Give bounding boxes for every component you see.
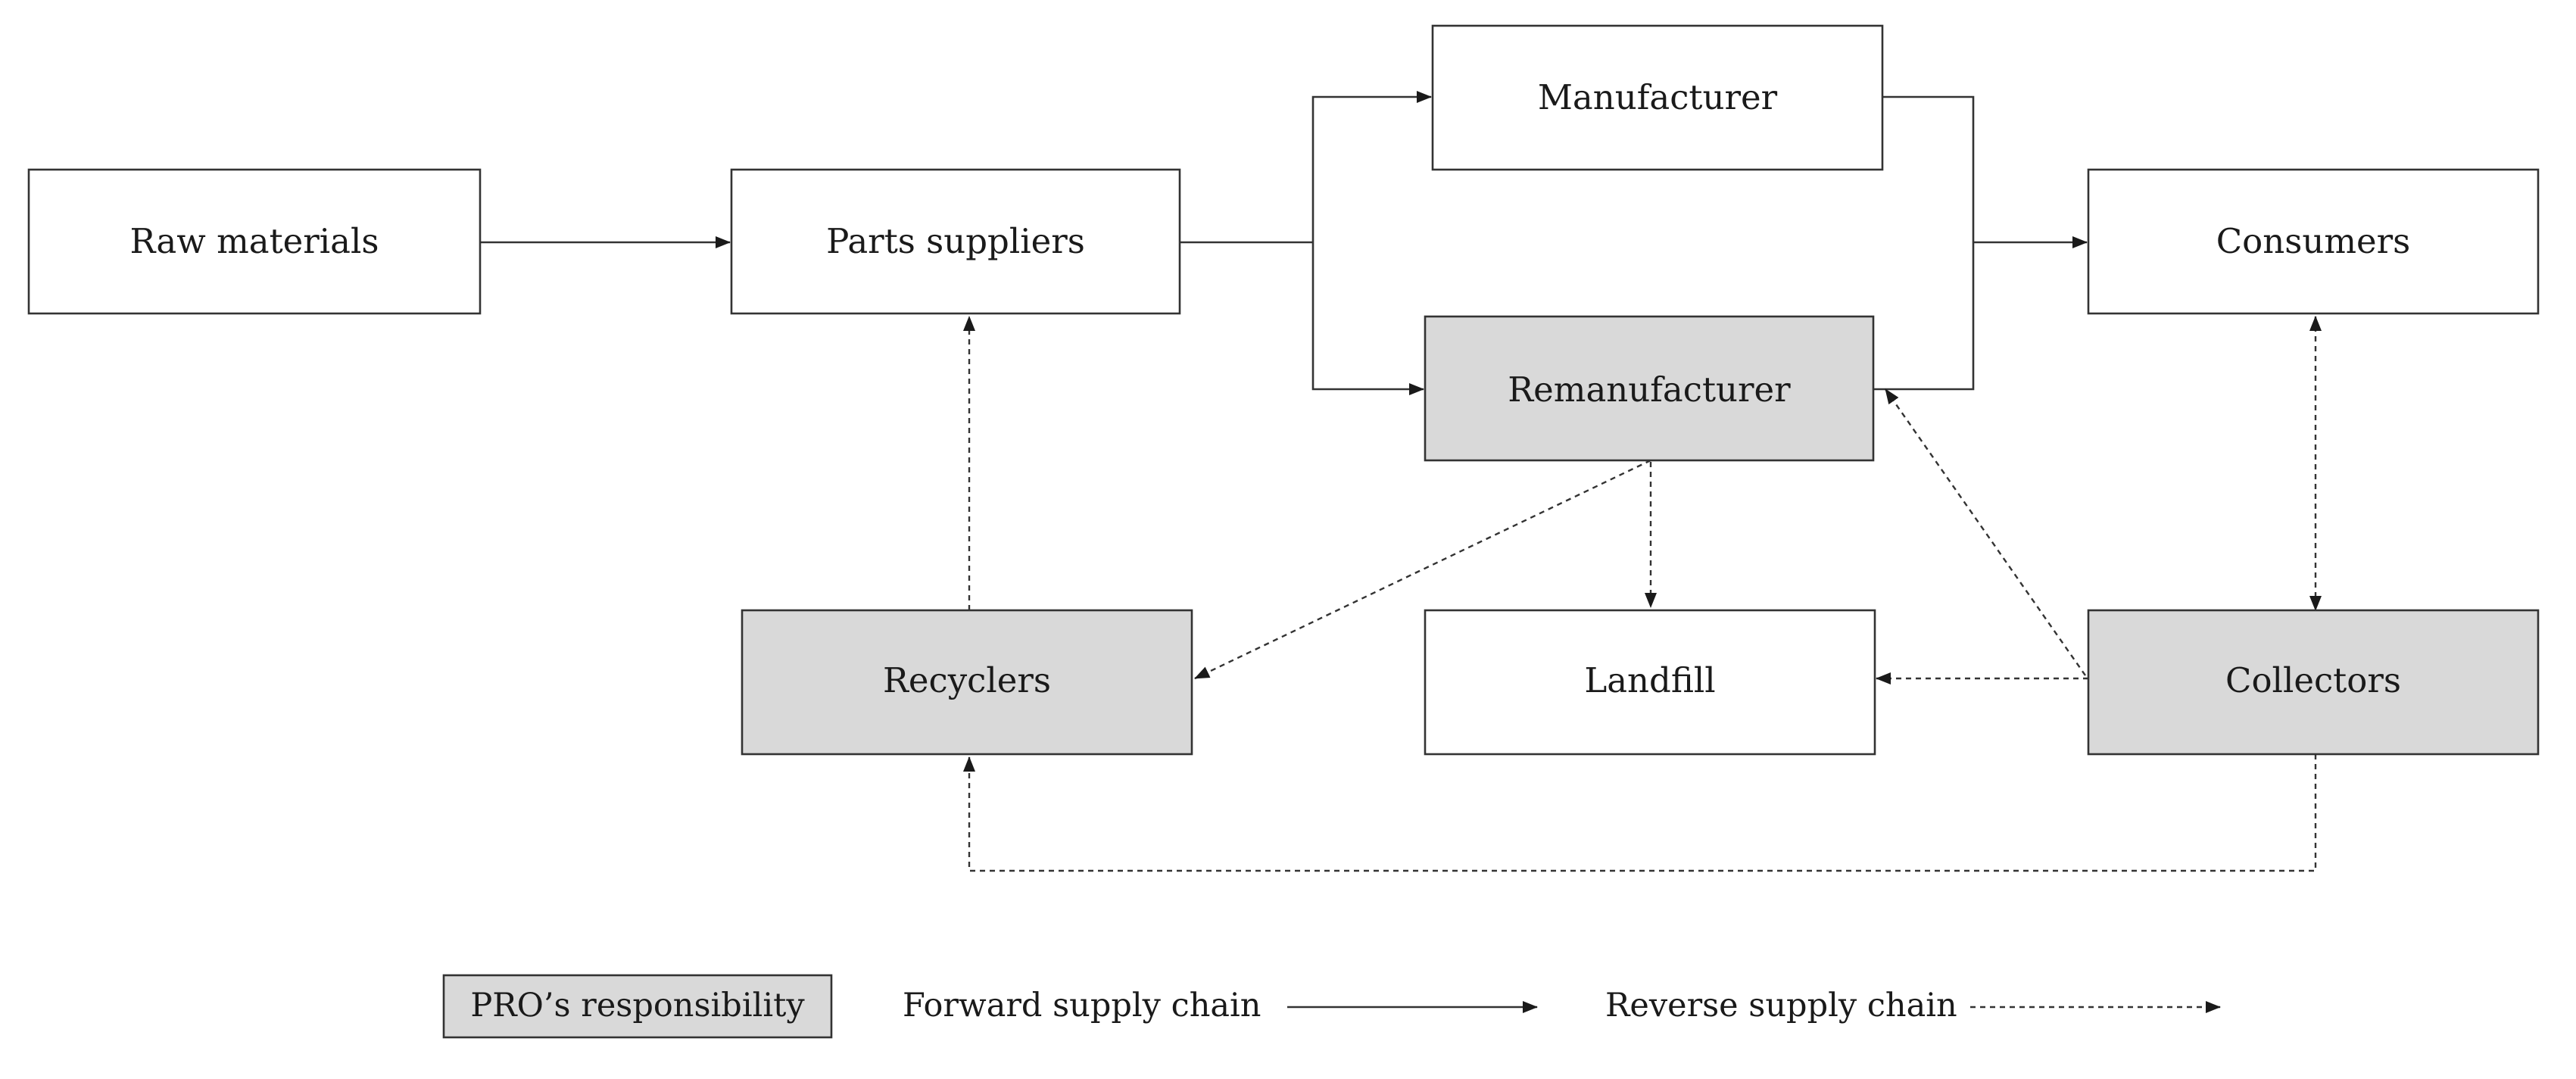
node-label: Landfill [1584, 660, 1715, 700]
node-label: Remanufacturer [1508, 370, 1791, 410]
forward-connectors [480, 91, 2088, 395]
node-parts-suppliers: Parts suppliers [730, 168, 1181, 315]
node-recyclers: Recyclers [741, 609, 1193, 756]
legend-forward-item: Forward supply chain [903, 987, 1538, 1024]
reverse-connectors [963, 316, 2322, 872]
legend-reverse-item: Reverse supply chain [1605, 987, 2221, 1024]
node-label: Consumers [2216, 221, 2411, 261]
edge-collectors-to-remanufacturer [1885, 388, 2086, 676]
node-label: Recyclers [883, 660, 1051, 700]
edge-manufacturer-to-merge [1882, 95, 1975, 242]
node-consumers: Consumers [2087, 168, 2540, 315]
legend-forward-label: Forward supply chain [903, 987, 1261, 1024]
node-landfill: Landfill [1424, 609, 1876, 756]
node-remanufacturer: Remanufacturer [1424, 315, 1875, 462]
legend-reverse-label: Reverse supply chain [1605, 987, 1957, 1024]
edge-collectors-to-recyclers [963, 754, 2317, 872]
node-collectors: Collectors [2087, 609, 2540, 756]
node-label: Parts suppliers [826, 221, 1085, 261]
legend-pro-label: PRO’s responsibility [470, 987, 805, 1024]
node-raw-materials: Raw materials [27, 168, 482, 315]
legend-pro-swatch [442, 974, 833, 1039]
edge-parts-to-manufacturer [1311, 91, 1432, 242]
node-label: Manufacturer [1538, 77, 1778, 117]
edge-parts-to-remanufacturer [1311, 242, 1424, 395]
edge-remanufacturer-to-merge [1873, 242, 1975, 391]
legend-pro-item: PRO’s responsibility [442, 974, 833, 1039]
node-label: Raw materials [130, 221, 379, 261]
node-manufacturer: Manufacturer [1431, 24, 1884, 171]
legend: PRO’s responsibility Forward supply chai… [442, 974, 2221, 1039]
node-label: Collectors [2225, 660, 2401, 700]
